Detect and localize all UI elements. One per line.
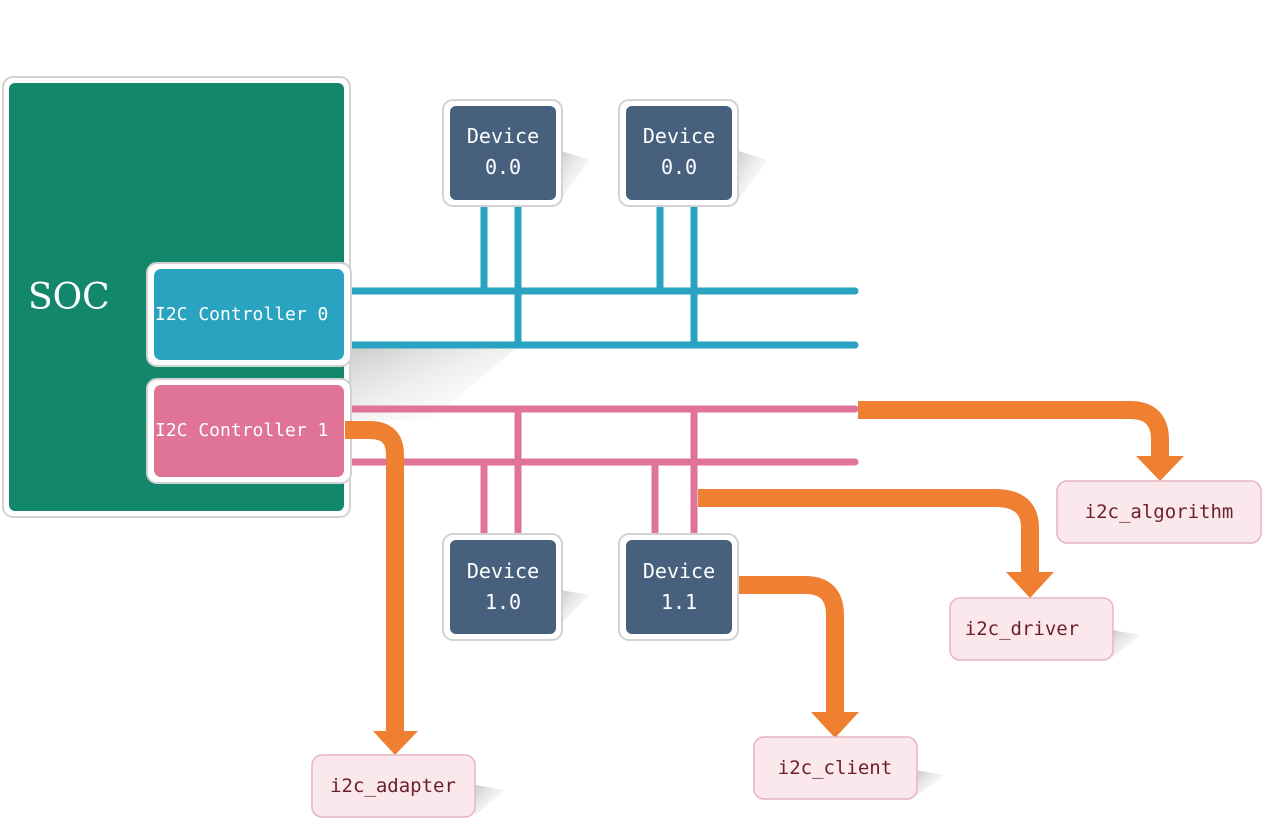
soc-label: SOC xyxy=(28,277,110,318)
controller-0-label: I2C Controller 0 xyxy=(155,304,328,325)
controller-0-block xyxy=(154,269,344,360)
arrow-heads xyxy=(373,456,1184,755)
device-3-line2: 1.1 xyxy=(661,590,697,614)
arrow-head-driver xyxy=(1006,572,1054,598)
device-shadow xyxy=(558,150,590,200)
label-shadow xyxy=(1112,630,1140,658)
arrows xyxy=(345,401,1169,735)
device-3: Device 1.1 xyxy=(618,533,739,641)
arrow-head-client xyxy=(811,712,859,738)
device-2-line1: Device xyxy=(467,559,539,583)
label-algorithm: i2c_algorithm xyxy=(1056,480,1262,544)
device-1-line2: 0.0 xyxy=(661,155,697,179)
label-driver-text: i2c_driver xyxy=(965,618,1079,640)
label-adapter: i2c_adapter xyxy=(311,754,476,818)
label-shadow xyxy=(915,770,945,797)
device-shadow xyxy=(735,150,768,200)
controller-shadow xyxy=(345,345,520,420)
label-client: i2c_client xyxy=(753,736,918,800)
controller-1-block xyxy=(154,385,344,477)
arrow-to-driver xyxy=(698,489,1039,575)
bus-0 xyxy=(341,205,859,349)
bus-1 xyxy=(341,405,859,538)
device-3-line1: Device xyxy=(643,559,715,583)
arrow-head-algorithm xyxy=(1136,456,1184,481)
device-shadow xyxy=(560,590,590,625)
label-client-text: i2c_client xyxy=(778,757,892,779)
device-0-line2: 0.0 xyxy=(485,155,521,179)
device-2-line2: 1.0 xyxy=(485,590,521,614)
device-1: Device 0.0 xyxy=(618,99,739,207)
device-0: Device 0.0 xyxy=(442,99,563,207)
device-1-line1: Device xyxy=(643,124,715,148)
arrow-to-algorithm xyxy=(858,401,1169,460)
label-algorithm-text: i2c_algorithm xyxy=(1085,501,1234,523)
label-shadow xyxy=(475,785,505,815)
arrow-head-adapter xyxy=(373,731,418,755)
label-driver: i2c_driver xyxy=(949,597,1114,661)
device-2: Device 1.0 xyxy=(442,533,563,641)
device-0-line1: Device xyxy=(467,124,539,148)
controller-1-label: I2C Controller 1 xyxy=(155,420,328,441)
arrow-to-adapter xyxy=(345,421,404,735)
label-adapter-text: i2c_adapter xyxy=(330,775,456,797)
arrow-to-client xyxy=(738,576,844,715)
